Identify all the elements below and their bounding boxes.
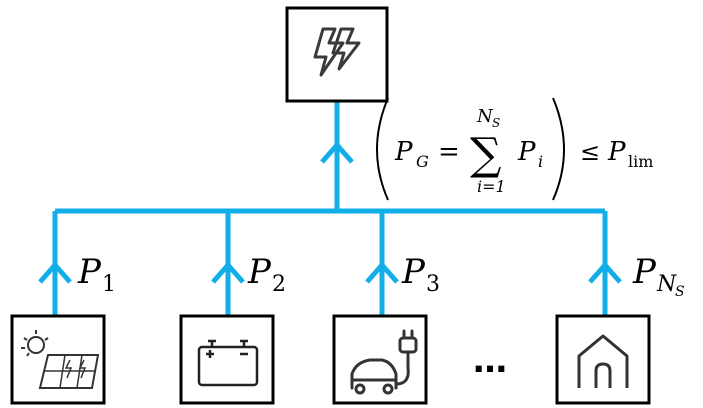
power-sub-3: 3 [426,272,440,297]
branch-labels: P 1 P 2 P 3 P N S [77,252,685,300]
ellipsis: … [473,341,507,381]
power-subsub-n: S [675,284,685,300]
pg-symbol: P [394,137,413,167]
sum-upper-sub: S [492,116,500,130]
pi-symbol: P [517,137,536,167]
arrowhead-n [588,261,622,284]
arrowhead-main [320,141,354,164]
battery-box [179,314,275,405]
sum-lower: i=1 [477,177,506,196]
house-icon [577,334,629,388]
left-paren [376,97,389,201]
power-label-2: P [247,252,272,292]
power-label-3: P [401,252,426,292]
power-label-n: P [632,252,657,292]
equals-sign: = [438,137,460,167]
bus-lines [52,101,608,318]
arrowhead-1 [38,261,72,284]
electric-car-icon [350,329,418,395]
power-sub-n: N [656,272,677,297]
lightning-bolt-icon [313,27,361,77]
sum-upper: N [476,106,494,127]
battery-icon [197,339,259,387]
pi-subscript: i [538,152,543,171]
power-label-1: P [77,252,102,292]
arrowhead-2 [211,261,245,284]
arrowheads [38,141,622,284]
arrowhead-3 [365,261,399,284]
power-sub-2: 2 [272,272,286,297]
right-paren [552,97,565,201]
pg-subscript: G [416,152,429,171]
power-sub-1: 1 [102,272,116,297]
solar-box [10,314,106,405]
solar-panel-icon [21,330,100,389]
plim-symbol: P [607,137,626,167]
leq-sign: ≤ [580,138,600,166]
house-box [555,314,651,405]
sum-symbol: ∑ [470,129,501,180]
plim-subscript: lim [628,152,653,171]
constraint-formula: P G = ∑ N S i=1 P i ≤ P lim [376,97,653,201]
